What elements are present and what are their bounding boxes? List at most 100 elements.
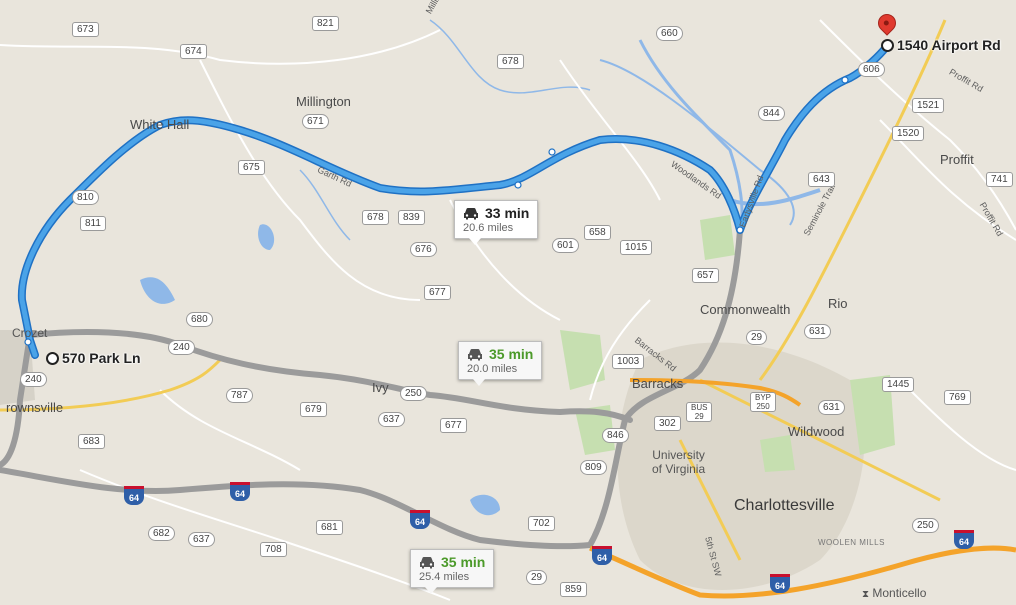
route-shield-601: 601 — [552, 238, 579, 253]
route-callout-selected[interactable]: 33 min 20.6 miles — [454, 200, 539, 245]
place-label-woolen-mills: WOOLEN MILLS — [818, 538, 885, 547]
place-label-wildwood: Wildwood — [788, 424, 845, 439]
route-shield-741: 741 — [986, 172, 1013, 187]
route-callout-alt-1[interactable]: 35 min 20.0 miles — [458, 341, 543, 386]
selected-route[interactable] — [19, 42, 891, 358]
place-label-white-hall: White Hall — [130, 117, 190, 132]
route-shield-810: 810 — [72, 190, 99, 205]
route-distance: 25.4 miles — [419, 571, 470, 583]
stream — [429, 19, 591, 94]
route-shield-675: 675 — [238, 160, 265, 175]
route-distance: 20.0 miles — [467, 363, 518, 375]
lake — [470, 494, 500, 516]
route-shield-637: 637 — [378, 412, 405, 427]
route-shield-680: 680 — [186, 312, 213, 327]
route-shield-637-b: 637 — [188, 532, 215, 547]
car-icon — [464, 207, 478, 219]
route-shield-769: 769 — [944, 390, 971, 405]
place-label-proffit: Proffit — [940, 152, 974, 167]
route-shield-676: 676 — [410, 242, 437, 257]
interstate-shield-64-e: 64 — [770, 574, 790, 593]
place-label-uva: University of Virginia — [652, 448, 706, 476]
reservoir — [729, 188, 821, 207]
route-shield-678-b: 678 — [362, 210, 389, 225]
route-shield-673: 673 — [72, 22, 99, 37]
route-shield-240: 240 — [168, 340, 195, 355]
interstate-shield-64-f: 64 — [954, 530, 974, 549]
route-shield-1445: 1445 — [882, 377, 915, 392]
route-shield-29: 29 — [746, 330, 768, 345]
place-label-commonwealth: Commonwealth — [700, 302, 791, 317]
route-shield-1520: 1520 — [892, 126, 925, 141]
park-area — [850, 375, 895, 455]
route-shield-682: 682 — [148, 526, 175, 541]
lake — [258, 224, 275, 250]
route-time: 35 min — [441, 554, 486, 570]
route-shield-660: 660 — [656, 26, 683, 41]
route-shield-674: 674 — [180, 44, 207, 59]
route-shield-1003: 1003 — [612, 354, 645, 369]
route-shield-643: 643 — [808, 172, 835, 187]
route-shield-302: 302 — [654, 416, 681, 431]
route-shield-681: 681 — [316, 520, 343, 535]
route-shield-787: 787 — [226, 388, 253, 403]
route-callout-alt-2[interactable]: 35 min 25.4 miles — [410, 549, 495, 594]
place-label-millington: Millington — [296, 94, 351, 109]
route-shield-683: 683 — [78, 434, 105, 449]
interstate-shield-64-d: 64 — [592, 546, 612, 565]
route-shield-250: 250 — [400, 386, 427, 401]
route-shield-859: 859 — [560, 582, 587, 597]
alternate-routes — [0, 227, 743, 550]
route-shield-708: 708 — [260, 542, 287, 557]
route-shield-240-b: 240 — [20, 372, 47, 387]
place-label-brownsville: rownsville — [6, 400, 64, 415]
destination-marker[interactable]: 1540 Airport Rd — [881, 37, 1001, 53]
river — [599, 59, 795, 226]
route-distance: 20.6 miles — [463, 222, 514, 234]
major-roads — [0, 19, 947, 561]
destination-circle-icon — [881, 38, 894, 52]
park-area — [575, 405, 615, 455]
route-shield-839: 839 — [398, 210, 425, 225]
park-area — [560, 330, 605, 390]
origin-circle-icon — [46, 351, 59, 365]
route-shield-657: 657 — [692, 268, 719, 283]
interstate-shield-64: 64 — [124, 486, 144, 505]
landmark-icon: ⧗ — [862, 589, 870, 600]
park-area — [700, 215, 735, 260]
route-shield-846: 846 — [602, 428, 629, 443]
route-shield-bus-29: BUS 29 — [686, 402, 713, 422]
route-shield-844: 844 — [758, 106, 785, 121]
urban-area-charlottesville — [617, 342, 865, 590]
route-250-bypass — [629, 378, 802, 407]
interstate-shield-64-b: 64 — [230, 482, 250, 501]
route-shield-677-b: 677 — [440, 418, 467, 433]
route-shield-809: 809 — [580, 460, 607, 475]
route-shield-658: 658 — [584, 225, 611, 240]
route-shield-1015: 1015 — [620, 240, 653, 255]
place-label-barracks: Barracks — [632, 376, 684, 391]
route-shield-671: 671 — [302, 114, 329, 129]
stream — [299, 169, 351, 241]
route-shield-679: 679 — [300, 402, 327, 417]
car-icon — [468, 348, 482, 360]
route-shield-1521: 1521 — [912, 98, 945, 113]
park-area — [760, 435, 795, 472]
origin-label: 570 Park Ln — [62, 350, 141, 366]
route-shield-606: 606 — [858, 62, 885, 77]
route-shield-631: 631 — [804, 324, 831, 339]
place-label-monticello: ⧗ Monticello — [862, 586, 926, 600]
route-shield-821: 821 — [312, 16, 339, 31]
route-shield-811: 811 — [80, 216, 106, 231]
route-shield-250-b: 250 — [912, 518, 939, 533]
lake — [140, 277, 175, 304]
route-shield-byp-250: BYP 250 — [750, 392, 777, 412]
monticello-text: Monticello — [872, 586, 927, 600]
place-label-crozet: Crozet — [12, 326, 48, 340]
route-shield-631-b: 631 — [818, 400, 845, 415]
place-label-charlottesville: Charlottesville — [734, 497, 835, 514]
route-shield-678: 678 — [497, 54, 524, 69]
origin-marker[interactable]: 570 Park Ln — [46, 350, 141, 366]
